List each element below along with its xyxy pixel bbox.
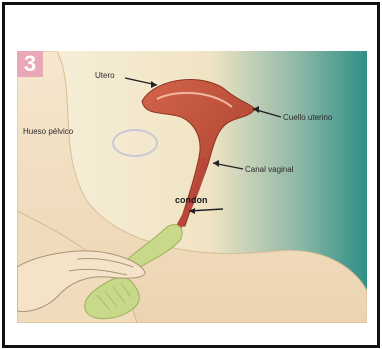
- label-cervix: Cuello uterino: [283, 113, 332, 122]
- anatomy-drawing: [17, 51, 367, 323]
- label-pelvic-bone: Hueso pélvico: [23, 127, 73, 136]
- label-vaginal-canal: Canal vaginal: [245, 165, 293, 174]
- anatomy-illustration: 3 Utero Hueso pélvico Cuello uterino Can…: [17, 51, 367, 323]
- label-uterus: Utero: [95, 71, 115, 80]
- step-number-badge: 3: [17, 51, 43, 77]
- label-condom: condon: [175, 195, 208, 205]
